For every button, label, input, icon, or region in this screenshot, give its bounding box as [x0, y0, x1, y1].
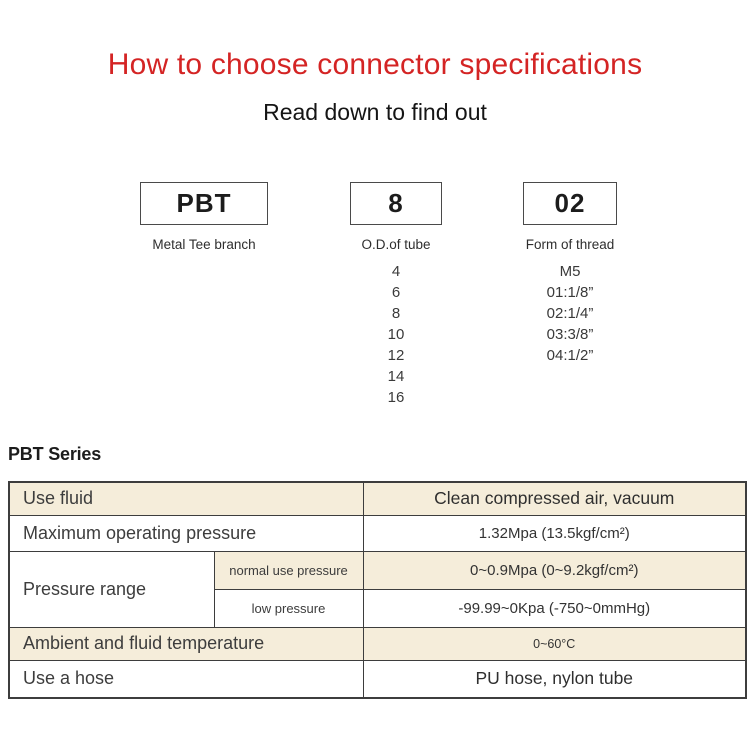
- spec-sublabel-low-pressure: low pressure: [213, 588, 364, 628]
- table-row: Use a hose PU hose, nylon tube: [8, 659, 747, 699]
- page-subtitle: Read down to find out: [263, 99, 487, 125]
- spec-label-pressure-range: Pressure range: [8, 550, 215, 628]
- spec-value-low-pressure: -99.99~0Kpa (-750~0mmHg): [362, 588, 747, 628]
- table-row: Use fluid Clean compressed air, vacuum: [8, 481, 747, 516]
- option-item: 6: [391, 284, 401, 301]
- option-item: 14: [387, 368, 405, 385]
- table-row: Pressure range normal use pressure 0~0.9…: [8, 550, 747, 628]
- code-box-tube-od-caption: O.D.of tube: [361, 237, 431, 252]
- spec-value-temperature: 0~60°C: [362, 626, 747, 661]
- spec-label-temperature: Ambient and fluid temperature: [8, 626, 364, 661]
- option-item: 12: [387, 347, 405, 364]
- spec-table: Use fluid Clean compressed air, vacuum M…: [8, 481, 747, 699]
- selector-column-series: PBT Metal Tee branch: [140, 182, 268, 252]
- table-row: Maximum operating pressure 1.32Mpa (13.5…: [8, 514, 747, 552]
- table-row: Ambient and fluid temperature 0~60°C: [8, 626, 747, 661]
- page-title: How to choose connector specifications: [107, 48, 643, 81]
- selector-column-tube-od: 8 O.D.of tube 4 6 8 10 12 14 16: [318, 182, 474, 408]
- spec-value-normal-pressure: 0~0.9Mpa (0~9.2kgf/cm²): [362, 550, 747, 590]
- code-box-tube-od: 8: [350, 182, 442, 225]
- option-item: 4: [391, 263, 401, 280]
- spec-label-use-fluid: Use fluid: [8, 481, 364, 516]
- code-box-thread: 02: [523, 182, 617, 225]
- option-item: 8: [391, 305, 401, 322]
- option-item: 10: [387, 326, 405, 343]
- code-box-series-caption: Metal Tee branch: [152, 237, 256, 252]
- spec-label-max-pressure: Maximum operating pressure: [8, 514, 364, 552]
- table-row: low pressure -99.99~0Kpa (-750~0mmHg): [9, 588, 747, 628]
- code-box-thread-caption: Form of thread: [525, 237, 615, 252]
- spec-value-max-pressure: 1.32Mpa (13.5kgf/cm²): [362, 514, 747, 552]
- spec-value-hose: PU hose, nylon tube: [362, 659, 747, 699]
- option-item: 03:3/8”: [546, 326, 594, 343]
- series-heading: PBT Series: [8, 444, 102, 464]
- spec-label-hose: Use a hose: [8, 659, 364, 699]
- option-item: 16: [387, 389, 405, 406]
- tube-od-options: 4 6 8 10 12 14 16: [318, 261, 474, 408]
- option-item: 02:1/4”: [546, 305, 594, 322]
- selector-column-thread: 02 Form of thread M5 01:1/8” 02:1/4” 03:…: [492, 182, 648, 366]
- thread-options: M5 01:1/8” 02:1/4” 03:3/8” 04:1/2”: [492, 261, 648, 366]
- code-box-series-value: PBT: [176, 188, 232, 218]
- code-box-thread-value: 02: [554, 188, 586, 218]
- spec-value-use-fluid: Clean compressed air, vacuum: [362, 481, 747, 516]
- spec-sublabel-normal-pressure: normal use pressure: [213, 550, 364, 590]
- code-box-tube-od-value: 8: [388, 188, 404, 218]
- code-box-series: PBT: [140, 182, 268, 225]
- option-item: 01:1/8”: [546, 284, 594, 301]
- option-item: M5: [559, 263, 581, 280]
- option-item: 04:1/2”: [546, 347, 594, 364]
